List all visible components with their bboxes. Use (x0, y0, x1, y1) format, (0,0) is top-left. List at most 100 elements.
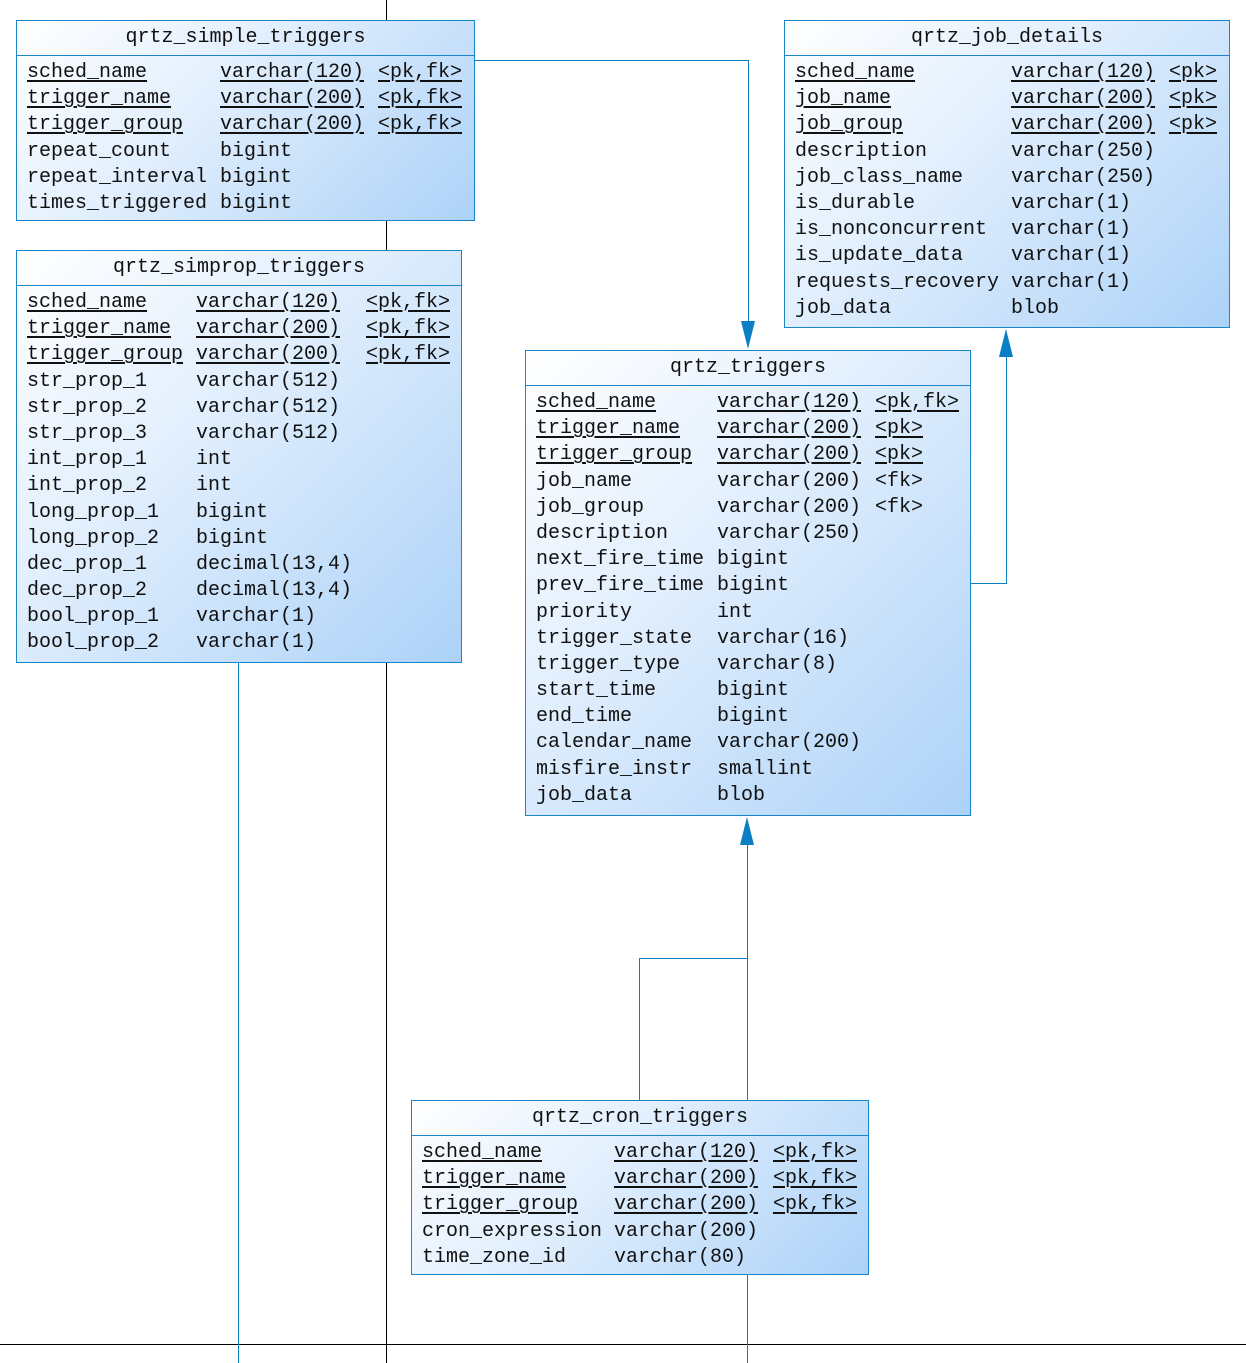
column-type: varchar(120) (717, 391, 862, 414)
column-type: varchar(80) (614, 1245, 747, 1269)
column-name: dec_prop_1 (27, 552, 148, 576)
column-name: bool_prop_1 (27, 605, 160, 629)
column-key: <pk> (875, 417, 924, 441)
column-key: <pk,fk> (773, 1141, 858, 1164)
column-name: sched_name (795, 61, 916, 84)
column-name: misfire_instr (536, 757, 693, 781)
column-name: long_prop_1 (27, 500, 160, 524)
column-name: repeat_interval (27, 165, 208, 189)
column-type: varchar(200) (717, 469, 862, 493)
table-title: qrtz_simple_triggers (17, 21, 474, 56)
column-name: sched_name (27, 61, 148, 84)
column-key: <pk> (1169, 87, 1218, 111)
column-name: is_nonconcurrent (795, 218, 988, 242)
column-name: is_durable (795, 191, 916, 215)
column-type: varchar(200) (717, 443, 862, 467)
column-name: job_group (795, 113, 904, 137)
column-type: varchar(200) (1011, 87, 1156, 111)
column-type: bigint (196, 526, 269, 550)
column-name: trigger_group (27, 343, 184, 367)
column-type: decimal(13,4) (196, 579, 353, 603)
column-type: bigint (717, 679, 790, 703)
column-name: trigger_state (536, 626, 693, 650)
column-type: blob (717, 783, 766, 807)
column-name: job_class_name (795, 165, 964, 189)
column-type: varchar(1) (1011, 270, 1132, 294)
column-name: long_prop_2 (27, 526, 160, 550)
column-row[interactable]: misfire_instr smallint (526, 757, 970, 783)
column-type: smallint (717, 757, 814, 781)
column-name: priority (536, 600, 633, 624)
column-type: varchar(200) (196, 317, 341, 341)
column-row[interactable]: dec_prop_1 decimal(13,4) (17, 552, 461, 578)
column-type: varchar(1) (1011, 218, 1132, 242)
column-row[interactable]: is_nonconcurrent varchar(1) (785, 217, 1229, 243)
column-name: bool_prop_2 (27, 631, 160, 655)
column-name: job_data (795, 296, 892, 320)
column-type: bigint (717, 574, 790, 598)
column-type: decimal(13,4) (196, 552, 353, 576)
column-row[interactable]: long_prop_2 bigint (17, 526, 461, 552)
column-type: varchar(200) (220, 113, 365, 137)
column-type: varchar(200) (717, 731, 862, 755)
column-type: varchar(120) (196, 291, 341, 314)
column-name: trigger_name (536, 417, 681, 441)
column-name: trigger_group (422, 1193, 579, 1217)
column-name: trigger_name (27, 317, 172, 341)
column-type: varchar(1) (1011, 244, 1132, 268)
column-key: <pk> (875, 443, 924, 467)
